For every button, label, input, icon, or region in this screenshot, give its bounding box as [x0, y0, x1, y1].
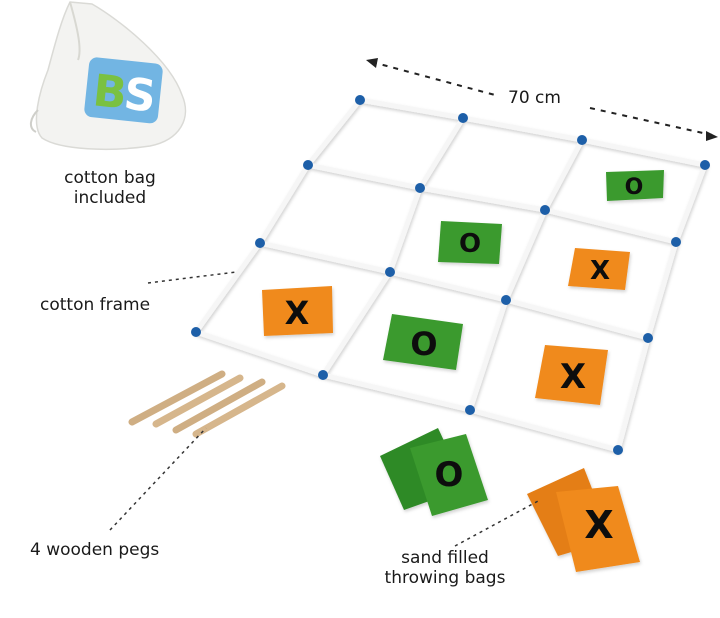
label-throwing-bags: sand filled throwing bags: [360, 548, 530, 588]
svg-text:O: O: [459, 229, 481, 259]
svg-text:O: O: [435, 455, 464, 495]
label-cotton-frame: cotton frame: [40, 295, 151, 315]
dimension-label: 70 cm: [500, 88, 569, 108]
svg-text:X: X: [285, 294, 310, 332]
bag-logo-letter-b: B: [91, 65, 130, 119]
bag-orange-mid-right: X: [568, 248, 630, 290]
svg-text:X: X: [584, 503, 613, 547]
arrow-right-icon: [706, 131, 718, 141]
bag-logo-letter-s: S: [121, 69, 158, 123]
arrow-left-icon: [366, 58, 378, 68]
label-cotton-bag-line2: included: [73, 188, 147, 208]
svg-text:O: O: [625, 175, 644, 200]
dimension-line: [366, 58, 718, 141]
svg-text:X: X: [560, 357, 586, 397]
bag-orange-left: X: [262, 286, 333, 336]
cotton-frame-grid: [193, 97, 708, 453]
pointer-lines: [109, 271, 541, 547]
bag-green-lower: O: [383, 314, 463, 370]
bag-green-top-right: O: [606, 170, 664, 201]
label-cotton-bag-line1: cotton bag: [64, 168, 156, 188]
loose-orange-bags: X: [527, 468, 640, 572]
cotton-bag: B S: [30, 1, 187, 151]
label-cotton-bag: cotton bag included: [30, 168, 190, 208]
svg-text:X: X: [590, 256, 610, 286]
bag-green-center: O: [438, 221, 502, 264]
label-throwing-bags-line1: sand filled: [401, 548, 489, 568]
wooden-pegs: [128, 370, 286, 438]
frame-beads: [191, 95, 710, 455]
label-wooden-pegs: 4 wooden pegs: [30, 540, 160, 560]
loose-green-bags: O: [380, 428, 488, 516]
label-throwing-bags-line2: throwing bags: [384, 568, 506, 588]
bag-orange-lower-right: X: [535, 345, 608, 405]
svg-text:O: O: [410, 325, 437, 363]
